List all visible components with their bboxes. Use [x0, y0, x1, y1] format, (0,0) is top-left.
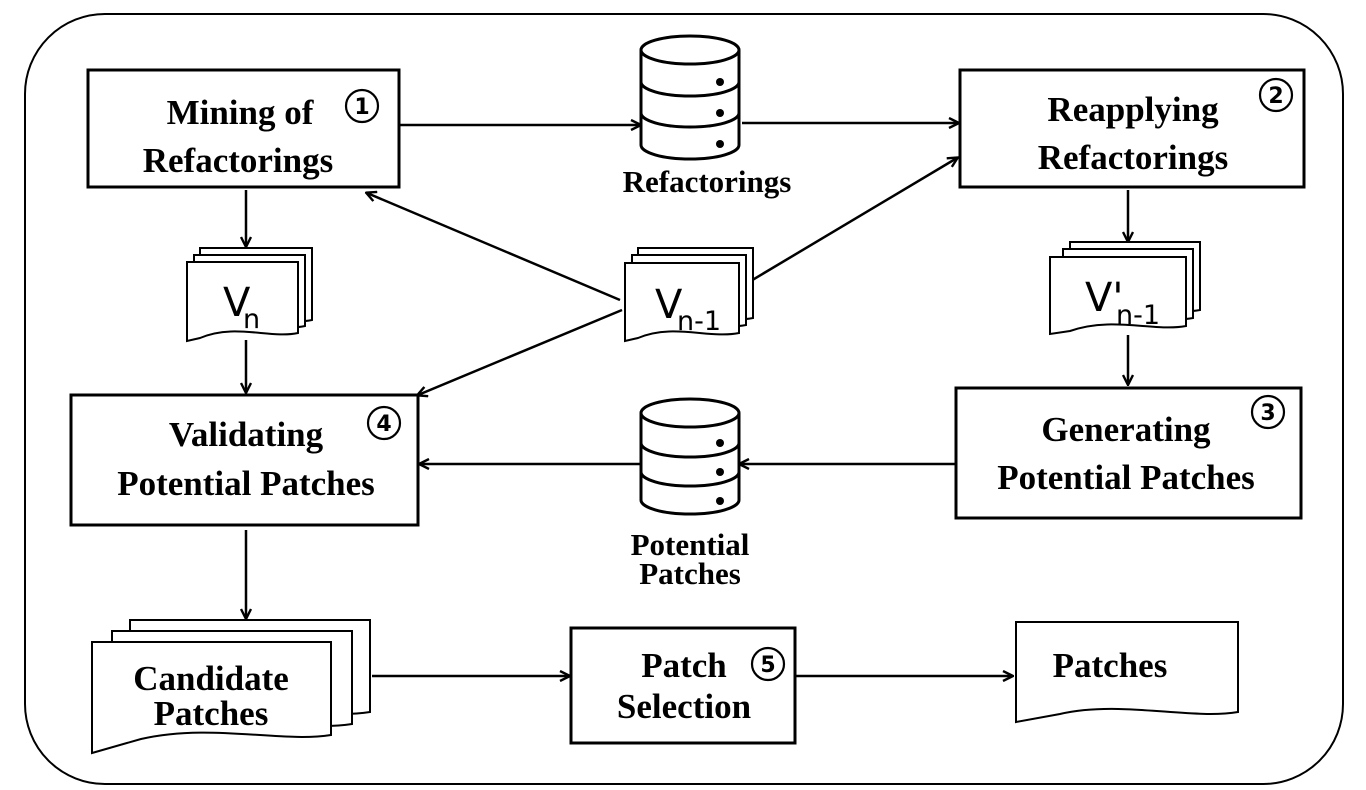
mining-line1: Mining of	[167, 93, 314, 132]
process-generating: Generating Potential Patches 3	[954, 386, 1303, 520]
arrow-vn1-to-mining	[367, 193, 621, 302]
selection-line2: Selection	[617, 687, 751, 726]
refactorings-db-icon	[639, 34, 741, 161]
arrow-vn1-to-validating	[418, 308, 623, 395]
patches-document-icon	[1015, 621, 1239, 724]
mining-line2: Refactorings	[143, 141, 334, 180]
vprime-label: V'	[1085, 275, 1123, 321]
generating-line2: Potential Patches	[997, 458, 1255, 497]
vn-label: V	[223, 280, 251, 326]
potential-patches-db-icon	[639, 397, 741, 516]
step-1-badge: 1	[354, 95, 369, 120]
candidate-line2: Patches	[154, 694, 269, 733]
generating-line1: Generating	[1041, 410, 1211, 449]
vn1-label: V	[655, 282, 683, 328]
vn1-document-icon	[624, 247, 754, 343]
selection-line1: Patch	[641, 646, 727, 685]
validating-line1: Validating	[169, 415, 324, 454]
step-4-badge: 4	[376, 412, 391, 437]
process-reapplying: Reapplying Refactorings 2	[958, 68, 1306, 189]
potential-patches-db-label-line2: Patches	[639, 556, 741, 591]
vn-subscript: n	[243, 304, 260, 335]
validating-line2: Potential Patches	[117, 464, 375, 503]
step-5-badge: 5	[760, 653, 775, 678]
refactorings-db-label: Refactorings	[623, 164, 792, 199]
vn1-subscript: n-1	[677, 306, 721, 337]
reapplying-line1: Reapplying	[1047, 90, 1219, 129]
patches-label: Patches	[1053, 646, 1168, 685]
candidate-line1: Candidate	[133, 659, 289, 698]
outer-frame	[24, 13, 1344, 785]
connectors	[246, 123, 1128, 676]
vprime-subscript: n-1	[1116, 300, 1160, 331]
process-selection: Patch Selection 5	[569, 626, 797, 745]
reapplying-line2: Refactorings	[1038, 138, 1229, 177]
potential-patches-db-label-line1: Potential	[631, 527, 750, 562]
candidate-patches-document-icon	[91, 619, 371, 755]
process-validating: Validating Potential Patches 4	[69, 393, 420, 527]
step-3-badge: 3	[1260, 401, 1275, 426]
vn-document-icon	[186, 247, 313, 343]
step-2-badge: 2	[1268, 84, 1283, 109]
arrow-vn1-to-reapplying	[743, 158, 957, 287]
vprime-document-icon	[1049, 241, 1201, 336]
process-mining: Mining of Refactorings 1	[86, 68, 401, 189]
